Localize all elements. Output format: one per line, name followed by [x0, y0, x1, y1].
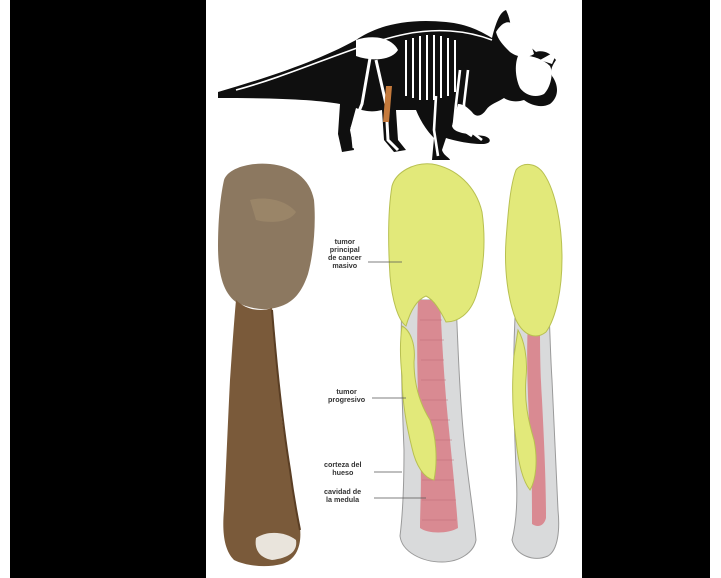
dinosaur-skeleton	[218, 10, 558, 160]
front-main-tumor	[389, 164, 484, 326]
label-main-tumor-line-4: masivo	[328, 262, 362, 270]
right-black-bar	[582, 0, 710, 578]
illustration-svg	[206, 0, 582, 578]
fossil-fibula-photo	[218, 164, 315, 566]
label-progressive-tumor: tumor progresivo	[328, 388, 365, 404]
ct-front-view	[389, 164, 484, 562]
side-main-tumor	[505, 164, 562, 336]
fossil-head	[218, 164, 315, 309]
label-progressive-tumor-line-2: progresivo	[328, 396, 365, 404]
label-bone-cortex-line-2: hueso	[324, 469, 362, 477]
fossil-shaft	[223, 300, 300, 566]
label-marrow-cavity-line-2: la medula	[324, 496, 361, 504]
label-marrow-cavity: cavidad de la medula	[324, 488, 361, 504]
label-bone-cortex: corteza del hueso	[324, 461, 362, 477]
illustration-panel: tumor principal de cancer masivo tumor p…	[206, 0, 582, 578]
left-black-bar	[10, 0, 206, 578]
label-main-tumor: tumor principal de cancer masivo	[328, 238, 362, 270]
ct-side-view	[505, 164, 562, 558]
